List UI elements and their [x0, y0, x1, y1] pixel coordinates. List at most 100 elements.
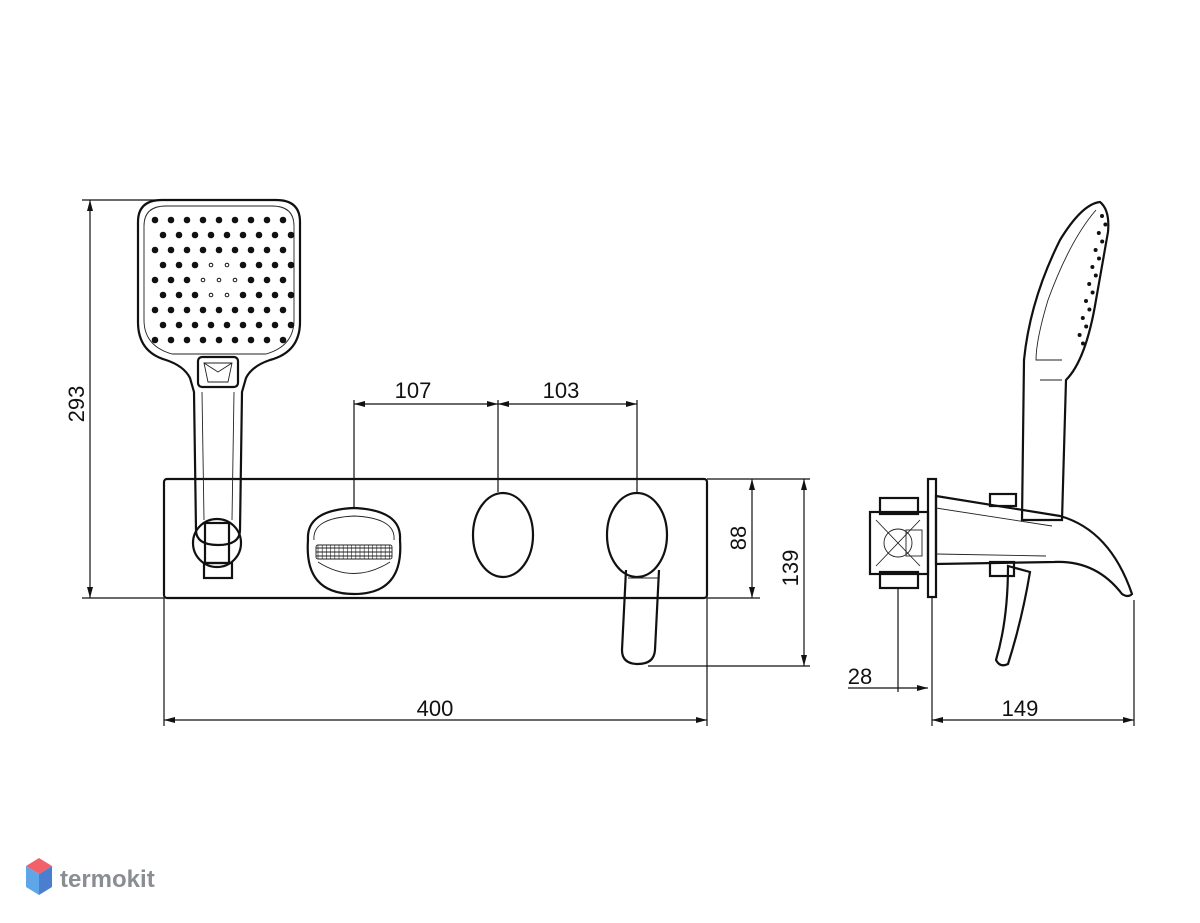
- side-nozzles: [1077, 214, 1108, 346]
- nozzle-dot: [151, 336, 159, 344]
- nozzle-dot: [215, 216, 223, 224]
- nozzle-dot: [255, 291, 263, 299]
- nozzle-dot: [271, 231, 279, 239]
- wall-plate: [162, 477, 709, 600]
- nozzle-dot: [199, 216, 207, 224]
- nozzle-dot: [279, 336, 287, 344]
- nozzle-dot: [255, 321, 263, 329]
- valve-body: [868, 496, 930, 590]
- side-nozzle-dot: [1100, 214, 1104, 218]
- side-nozzle-dot: [1077, 333, 1082, 337]
- side-nozzle-dot: [1097, 256, 1101, 261]
- nozzle-dot: [167, 276, 175, 284]
- dim-107-label: 107: [395, 378, 432, 403]
- dim-lines-front: [82, 199, 810, 726]
- nozzle-dot: [239, 291, 247, 299]
- nozzle-dot: [279, 306, 287, 314]
- nozzle-dot: [207, 231, 215, 239]
- nozzle-dot: [255, 231, 263, 239]
- nozzle-dot: [183, 306, 191, 314]
- nozzle-dot: [159, 261, 167, 269]
- nozzle-dot: [231, 216, 239, 224]
- nozzle-dot: [263, 246, 271, 254]
- nozzle-dot: [175, 321, 183, 329]
- side-nozzle-dot: [1096, 231, 1101, 235]
- nozzle-dot: [247, 246, 255, 254]
- nozzle-dot: [167, 246, 175, 254]
- spray-button: [196, 355, 240, 389]
- nozzle-dot: [183, 276, 191, 284]
- nozzle-dot: [216, 277, 222, 283]
- side-nozzle-dot: [1080, 316, 1085, 320]
- nozzle-dot: [231, 306, 239, 314]
- nozzle-dot: [231, 336, 239, 344]
- nozzle-dot: [215, 246, 223, 254]
- nozzle-dot: [287, 291, 295, 299]
- nozzle-dot: [231, 246, 239, 254]
- nozzle-dot: [159, 231, 167, 239]
- nozzle-dot: [183, 336, 191, 344]
- hand-shower-side: [1020, 200, 1110, 522]
- nozzle-dot: [151, 216, 159, 224]
- nozzle-dot: [287, 231, 295, 239]
- nozzle-dot: [191, 291, 199, 299]
- side-nozzle-dot: [1084, 324, 1089, 329]
- nozzle-dot: [279, 276, 287, 284]
- side-nozzle-dot: [1090, 290, 1095, 295]
- nozzle-dot: [151, 246, 159, 254]
- nozzle-dot: [247, 306, 255, 314]
- brand-name: termokit: [60, 866, 155, 893]
- nozzle-dot: [247, 216, 255, 224]
- dim-400-label: 400: [417, 696, 454, 721]
- nozzle-dot: [183, 246, 191, 254]
- cube-logo-icon: [26, 858, 52, 895]
- nozzle-dot: [208, 292, 214, 298]
- nozzle-dot: [215, 336, 223, 344]
- mixer-lever: [605, 491, 669, 666]
- nozzle-dot: [191, 321, 199, 329]
- nozzle-dot: [167, 336, 175, 344]
- nozzle-dot: [263, 276, 271, 284]
- nozzle-dot: [167, 306, 175, 314]
- nozzle-dot: [223, 231, 231, 239]
- hand-shower: [136, 198, 302, 580]
- spray-nozzles: [151, 216, 295, 344]
- nozzle-dot: [239, 321, 247, 329]
- wall-flange: [926, 477, 938, 599]
- nozzle-dot: [287, 261, 295, 269]
- nozzle-dot: [223, 321, 231, 329]
- nozzle-dot: [215, 306, 223, 314]
- nozzle-dot: [232, 277, 238, 283]
- nozzle-dot: [224, 292, 230, 298]
- nozzle-dot: [271, 321, 279, 329]
- nozzle-dot: [199, 306, 207, 314]
- nozzle-dot: [159, 291, 167, 299]
- nozzle-dot: [255, 261, 263, 269]
- nozzle-dot: [279, 246, 287, 254]
- spout-body: [934, 494, 1134, 598]
- nozzle-dot: [175, 261, 183, 269]
- diverter-knob: [306, 506, 402, 596]
- diverter-grill: [317, 545, 390, 559]
- nozzle-dot: [175, 291, 183, 299]
- dim-293-label: 293: [64, 386, 89, 423]
- dim-28-label: 28: [848, 664, 872, 689]
- nozzle-dot: [159, 321, 167, 329]
- nozzle-dot: [247, 336, 255, 344]
- side-nozzle-dot: [1100, 239, 1105, 244]
- dim-149-label: 149: [1002, 696, 1039, 721]
- center-cap: [471, 491, 535, 579]
- dim-103-label: 103: [543, 378, 580, 403]
- nozzle-dot: [191, 261, 199, 269]
- nozzle-dot: [208, 262, 214, 268]
- nozzle-dot: [199, 246, 207, 254]
- nozzle-dot: [271, 291, 279, 299]
- nozzle-dot: [271, 261, 279, 269]
- nozzle-dot: [224, 262, 230, 268]
- side-nozzle-dot: [1087, 307, 1092, 312]
- side-view: [848, 200, 1135, 726]
- nozzle-dot: [263, 216, 271, 224]
- nozzle-dot: [200, 277, 206, 283]
- dim-139-label: 139: [778, 550, 803, 587]
